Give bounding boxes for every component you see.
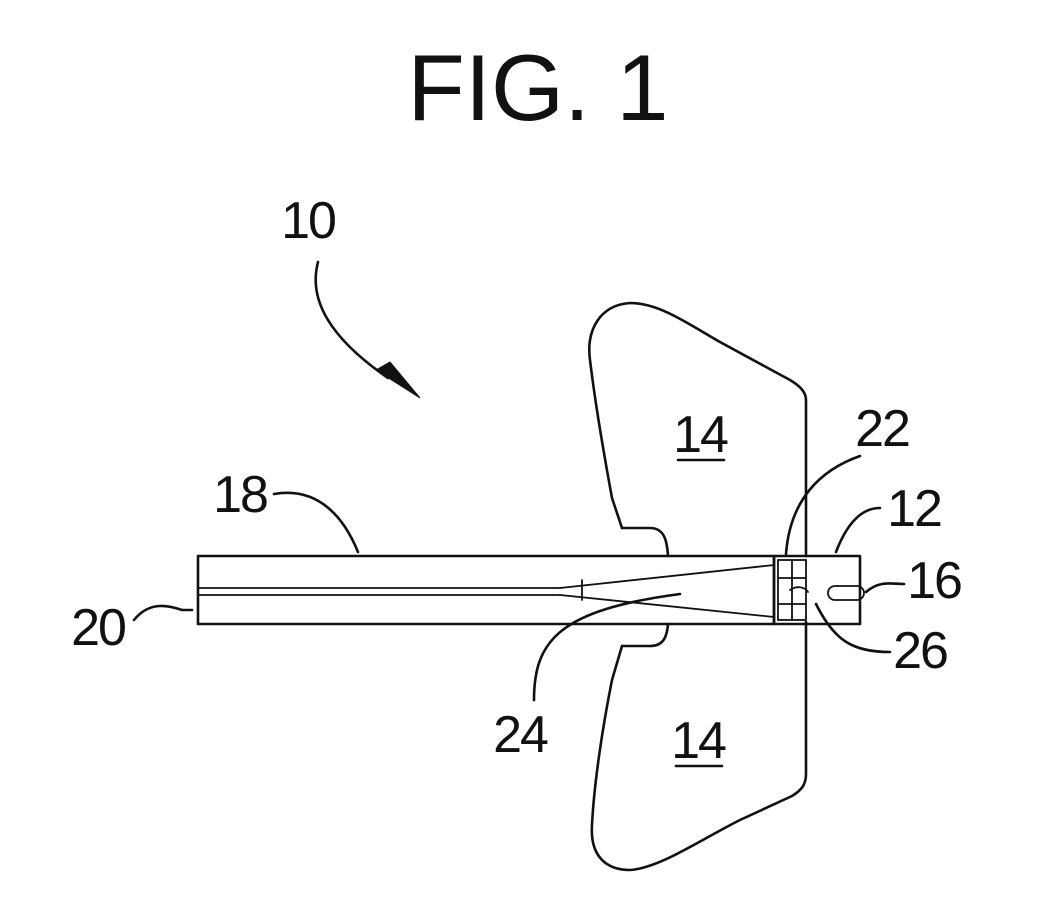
wing-upper-join (622, 528, 668, 556)
label-18: 18 (213, 466, 267, 524)
label-14-lower: 14 (671, 712, 726, 770)
label-20: 20 (71, 599, 125, 657)
label-26: 26 (893, 622, 947, 680)
label-12: 12 (887, 480, 941, 538)
leader-18 (274, 493, 358, 552)
figure-title: FIG. 1 (407, 35, 668, 140)
port-16 (828, 586, 864, 600)
label-10: 10 (281, 192, 335, 250)
leader-20 (134, 606, 192, 620)
label-24: 24 (493, 706, 548, 764)
label-22: 22 (855, 400, 909, 458)
tube-body (198, 556, 774, 624)
leader-22 (786, 456, 860, 554)
arrow-10-leader (316, 262, 388, 378)
label-16: 16 (907, 552, 961, 610)
arrow-10-head (376, 362, 420, 398)
label-14-upper: 14 (673, 406, 728, 464)
leader-24 (534, 594, 680, 700)
wing-lower-join (622, 624, 668, 646)
leader-26 (816, 604, 890, 652)
leader-16 (866, 583, 904, 592)
hub-body (774, 556, 860, 624)
leader-12 (836, 508, 880, 552)
channel-taper (560, 565, 774, 617)
